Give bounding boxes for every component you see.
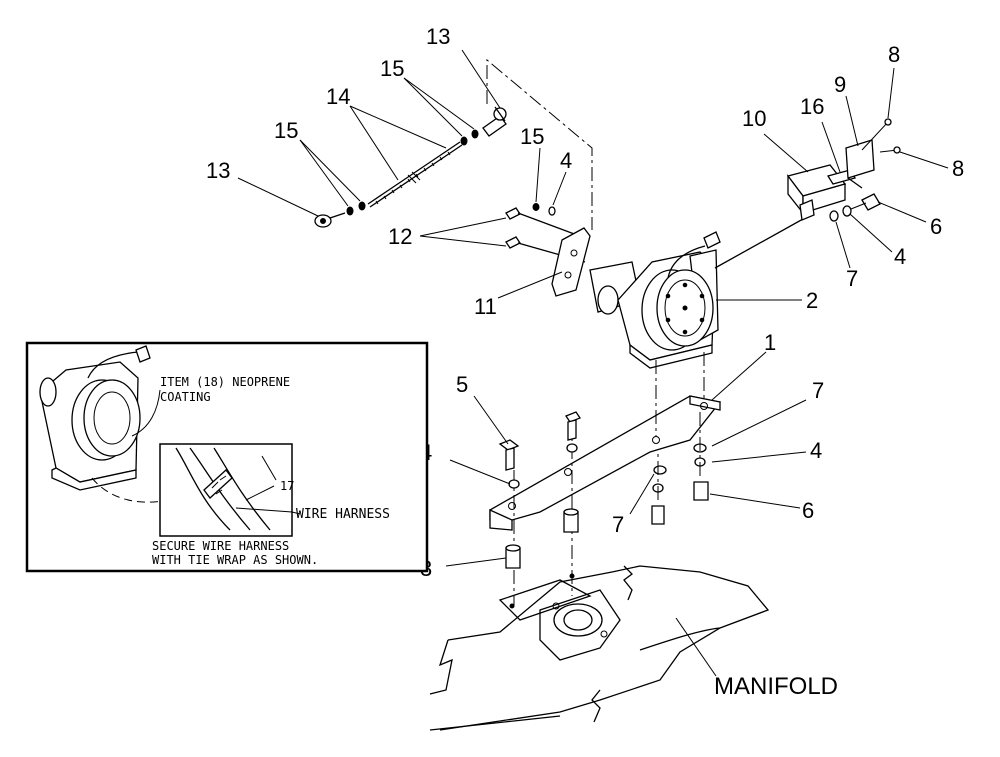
switch-assembly: [786, 118, 901, 222]
callout-8-right: 8: [952, 156, 964, 181]
callout-8-top: 8: [888, 42, 900, 67]
mounting-plate: [489, 352, 722, 606]
callout-16: 16: [800, 94, 824, 119]
inset-wire-harness: WIRE HARNESS: [296, 507, 390, 522]
inset-coating-line1: ITEM (18) NEOPRENE: [160, 375, 290, 389]
callout-14: 14: [326, 84, 350, 109]
callout-labels: 13 15 14 15 13 15 4 12 11 2 10 16 9 8 8 …: [206, 24, 964, 700]
actuator-assembly: [589, 213, 813, 369]
callout-12: 12: [388, 224, 412, 249]
phantom-line: [486, 58, 593, 230]
callout-2: 2: [806, 288, 818, 313]
linkage-rod-assembly: [314, 106, 507, 228]
callout-6-top: 6: [930, 214, 942, 239]
inset-coating-line2: COATING: [160, 390, 211, 404]
callout-7-middle: 7: [612, 512, 624, 537]
inset-note-line2: WITH TIE WRAP AS SHOWN.: [152, 553, 318, 567]
callout-4-bracket: 4: [560, 148, 572, 173]
callout-15-bracket: 15: [520, 124, 544, 149]
leader-lines: [237, 49, 949, 677]
bracket-and-bolts: [505, 203, 591, 297]
callout-15-left: 15: [274, 118, 298, 143]
inset-item-17: 17: [280, 479, 294, 493]
callout-13-left: 13: [206, 158, 230, 183]
callout-10: 10: [742, 106, 766, 131]
callout-7-right: 7: [812, 378, 824, 403]
callout-4-right: 4: [810, 438, 822, 463]
callout-15-right: 15: [380, 56, 404, 81]
callout-6-bottom: 6: [802, 498, 814, 523]
manifold-label: MANIFOLD: [714, 673, 838, 700]
callout-1: 1: [764, 330, 776, 355]
manifold: [429, 565, 770, 731]
inset-note-line1: SECURE WIRE HARNESS: [152, 539, 289, 553]
callout-11: 11: [474, 294, 497, 319]
callout-4-top: 4: [894, 244, 906, 269]
callout-9: 9: [834, 72, 846, 97]
callout-7-top: 7: [846, 266, 858, 291]
inset-detail: ITEM (18) NEOPRENE COATING 17 WIRE HARNE…: [25, 341, 429, 573]
callout-13-right: 13: [426, 24, 450, 49]
callout-5: 5: [456, 372, 468, 397]
